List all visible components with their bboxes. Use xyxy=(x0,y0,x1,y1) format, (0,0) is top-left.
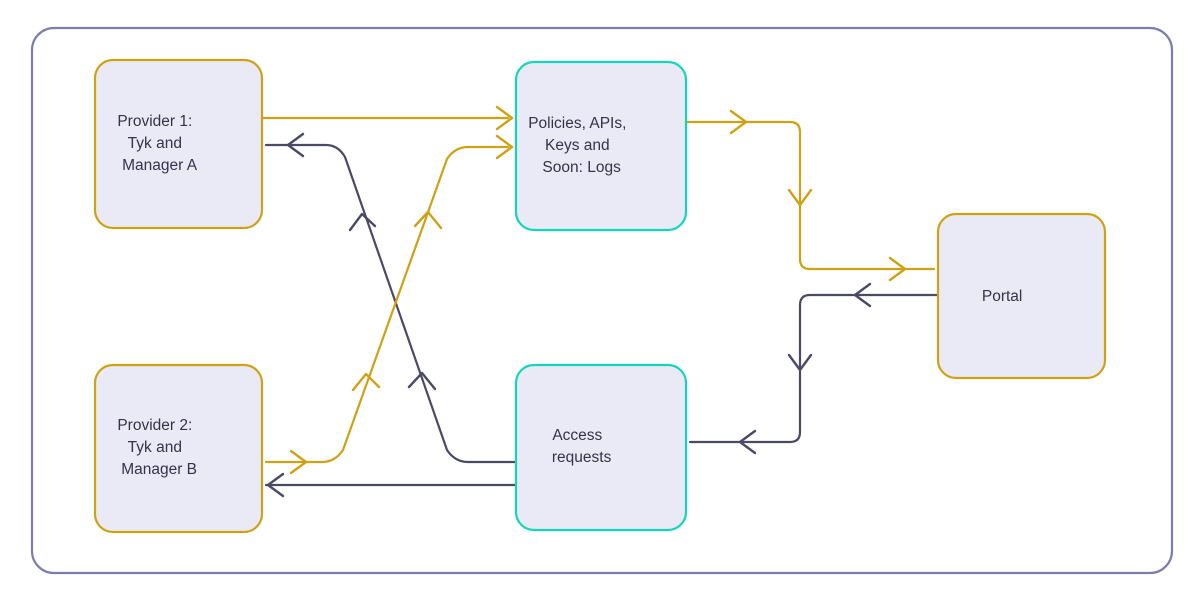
node-policies-apis-keys-logs[interactable]: Policies, APIs, Keys and Soon: Logs xyxy=(514,60,688,232)
node-policies-shape xyxy=(514,60,688,232)
arrow-down-gold-icon xyxy=(787,188,813,207)
nodes-layer: Provider 1: Tyk and Manager A Provider 2… xyxy=(93,58,1107,534)
arrow-out-of-portal-icon xyxy=(853,282,872,308)
arrow-into-provider2-gold-icon xyxy=(289,449,308,475)
node-access-requests[interactable]: Access requests xyxy=(514,363,688,532)
arrow-diagonal-gold-upper-icon xyxy=(413,210,443,230)
outer-frame xyxy=(30,26,1174,575)
arrow-into-policies-bottom-icon xyxy=(495,134,514,160)
edge-portal-to-access-requests xyxy=(688,293,940,444)
arrow-down-dark-icon xyxy=(787,353,813,372)
node-provider-2[interactable]: Provider 2: Tyk and Manager B xyxy=(93,363,264,534)
edge-policies-to-portal xyxy=(684,120,936,271)
arrow-diagonal-dark-upper-icon xyxy=(348,212,377,232)
arrow-diagonal-dark-lower-icon xyxy=(407,371,437,391)
arrow-into-provider2-dark-icon xyxy=(266,472,285,498)
node-provider-1-label: Provider 1: Tyk and Manager A xyxy=(117,113,239,174)
node-portal-shape xyxy=(936,212,1107,380)
node-provider-1[interactable]: Provider 1: Tyk and Manager A xyxy=(93,58,264,230)
arrow-into-portal-icon xyxy=(888,256,907,282)
node-access-requests-shape xyxy=(514,363,688,532)
node-provider-2-shape xyxy=(93,363,264,534)
node-provider-1-shape xyxy=(93,58,264,230)
arrow-into-policies-top-icon xyxy=(495,105,514,131)
node-portal[interactable]: Portal xyxy=(936,212,1107,380)
arrow-into-access-requests-icon xyxy=(738,429,757,455)
edge-access-requests-to-provider1 xyxy=(264,143,518,464)
node-provider-2-label: Provider 2: Tyk and Manager B xyxy=(117,417,239,478)
node-policies-label: Policies, APIs, Keys and Soon: Logs xyxy=(528,115,674,176)
arrow-into-provider1-icon xyxy=(286,132,305,158)
edges-layer xyxy=(260,116,940,487)
node-access-requests-label: Access requests xyxy=(552,427,650,466)
arrow-right-gold-top-icon xyxy=(729,109,748,135)
arrowheads-layer xyxy=(266,105,907,498)
arrow-diagonal-gold-lower-icon xyxy=(351,372,381,392)
node-portal-label: Portal xyxy=(982,288,1061,305)
edge-provider2-to-policies xyxy=(264,145,510,464)
